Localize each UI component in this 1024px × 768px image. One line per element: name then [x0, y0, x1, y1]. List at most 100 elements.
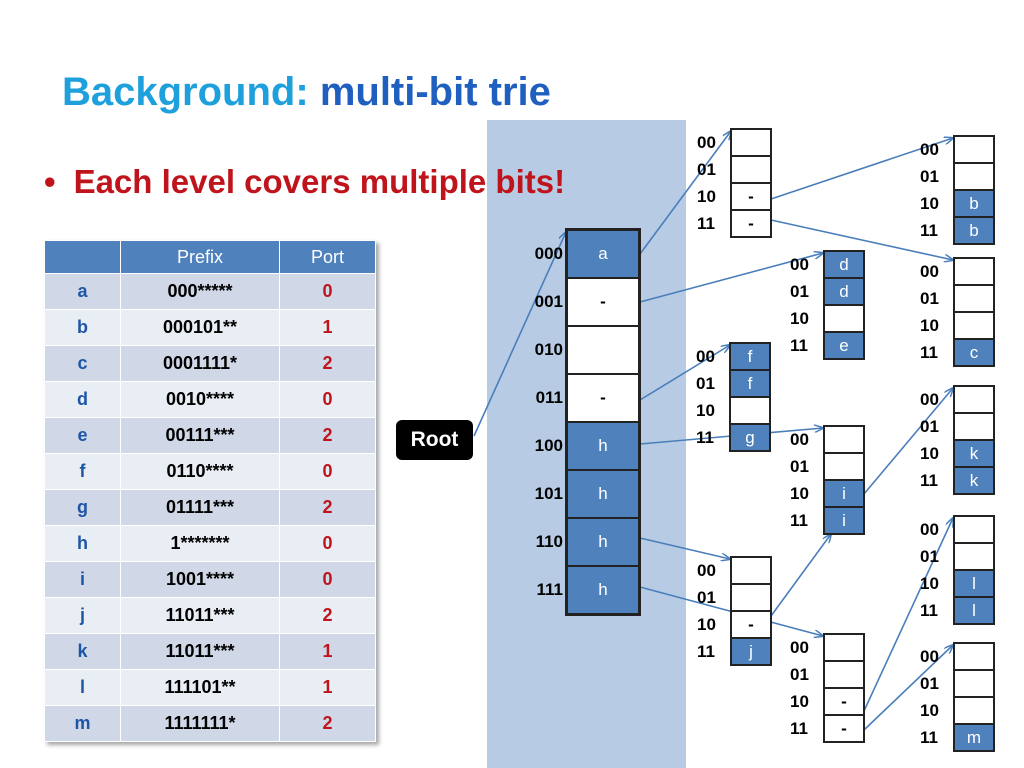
- node-cell: [824, 634, 864, 661]
- level1-index-label: 010: [534, 340, 563, 359]
- header-port: Port: [279, 240, 376, 274]
- node-index-label: 01: [696, 374, 715, 393]
- cell-port: 1: [279, 633, 376, 670]
- level1-cell: h: [567, 422, 639, 470]
- node-cell: [730, 397, 770, 424]
- node-cell: [954, 516, 994, 543]
- title-part1: Background:: [62, 70, 309, 114]
- cell-prefix: 000101**: [120, 309, 280, 346]
- node-cell: -: [731, 210, 771, 237]
- node-cell: -: [731, 611, 771, 638]
- node-index-label: 11: [697, 214, 715, 233]
- node-index-label: 10: [920, 194, 939, 213]
- bullet-marker: •: [44, 163, 56, 200]
- node-cell: k: [954, 467, 994, 494]
- node-cell: k: [954, 440, 994, 467]
- node-cell: [954, 312, 994, 339]
- node-index-label: 10: [920, 701, 939, 720]
- node-index-label: 00: [920, 520, 939, 539]
- level1-index-label: 000: [534, 244, 563, 263]
- cell-port: 0: [279, 273, 376, 310]
- node-index-label: 11: [920, 221, 938, 240]
- header-name: [44, 240, 121, 274]
- node-index-label: 01: [790, 457, 809, 476]
- cell-prefix: 11011***: [120, 633, 280, 670]
- node-cell: [954, 386, 994, 413]
- node-index-label: 01: [920, 547, 939, 566]
- node-index-label: 11: [790, 511, 808, 530]
- level1-index-label: 101: [534, 484, 563, 503]
- cell-prefix: 00111***: [120, 417, 280, 454]
- level1-cell: -: [567, 278, 639, 326]
- cell-port: 1: [279, 309, 376, 346]
- node-cell: c: [954, 339, 994, 366]
- node-index-label: 11: [696, 428, 714, 447]
- node-cell: [954, 543, 994, 570]
- node-cell: g: [730, 424, 770, 451]
- node-index-label: 10: [920, 574, 939, 593]
- bullet-text: Each level covers multiple bits!: [73, 163, 566, 200]
- node-cell: [731, 584, 771, 611]
- node-index-label: 01: [790, 282, 809, 301]
- node-cell: -: [824, 715, 864, 742]
- node-cell: i: [824, 507, 864, 534]
- node-cell: [954, 670, 994, 697]
- node-cell: [731, 557, 771, 584]
- cell-port: 0: [279, 453, 376, 490]
- cell-name: a: [44, 273, 121, 310]
- node-cell: [824, 305, 864, 332]
- node-cell: j: [731, 638, 771, 665]
- level1-cell: [567, 326, 639, 374]
- node-index-label: 11: [920, 728, 938, 747]
- level1-index-label: 001: [534, 292, 563, 311]
- cell-name: c: [44, 345, 121, 382]
- node-cell: e: [824, 332, 864, 359]
- level1-cell: h: [567, 518, 639, 566]
- node-index-label: 10: [790, 309, 809, 328]
- cell-prefix: 0110****: [120, 453, 280, 490]
- node-cell: d: [824, 251, 864, 278]
- node-index-label: 01: [920, 167, 939, 186]
- node-cell: [954, 136, 994, 163]
- node-cell: [954, 697, 994, 724]
- cell-name: d: [44, 381, 121, 418]
- level1-index-label: 100: [534, 436, 563, 455]
- node-index-label: 10: [920, 316, 939, 335]
- cell-port: 2: [279, 417, 376, 454]
- node-cell: [954, 643, 994, 670]
- cell-port: 2: [279, 597, 376, 634]
- cell-port: 0: [279, 525, 376, 562]
- cell-prefix: 000*****: [120, 273, 280, 310]
- node-index-label: 00: [920, 390, 939, 409]
- cell-port: 2: [279, 489, 376, 526]
- cell-prefix: 11011***: [120, 597, 280, 634]
- node-cell: b: [954, 190, 994, 217]
- cell-prefix: 01111***: [120, 489, 280, 526]
- node-index-label: 01: [920, 417, 939, 436]
- node-index-label: 11: [697, 642, 715, 661]
- node-index-label: 10: [790, 692, 809, 711]
- cell-name: f: [44, 453, 121, 490]
- cell-prefix: 1111111*: [120, 705, 280, 742]
- node-cell: f: [730, 370, 770, 397]
- level1-index-label: 011: [535, 388, 563, 407]
- node-cell: i: [824, 480, 864, 507]
- level1-cell: a: [567, 230, 639, 278]
- cell-name: i: [44, 561, 121, 598]
- node-cell: l: [954, 597, 994, 624]
- node-cell: [824, 426, 864, 453]
- cell-prefix: 1*******: [120, 525, 280, 562]
- node-index-label: 10: [790, 484, 809, 503]
- node-cell: [954, 258, 994, 285]
- cell-port: 0: [279, 561, 376, 598]
- node-cell: [954, 285, 994, 312]
- node-cell: [954, 163, 994, 190]
